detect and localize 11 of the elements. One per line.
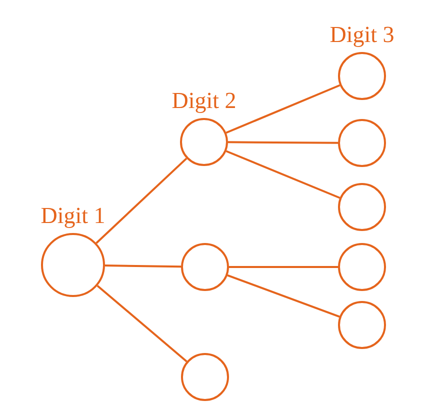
connector-line bbox=[104, 264, 182, 268]
connector-line bbox=[96, 158, 188, 244]
connector-line bbox=[226, 84, 340, 134]
column-heading: Digit 1 bbox=[40, 204, 106, 227]
connector-line bbox=[96, 284, 188, 362]
connector-line bbox=[227, 274, 340, 318]
connector-line bbox=[226, 150, 340, 199]
connector-line bbox=[229, 266, 338, 268]
column-heading: Digit 2 bbox=[172, 89, 236, 112]
connector-line bbox=[228, 141, 338, 144]
column-heading: Digit 3 bbox=[330, 23, 394, 46]
